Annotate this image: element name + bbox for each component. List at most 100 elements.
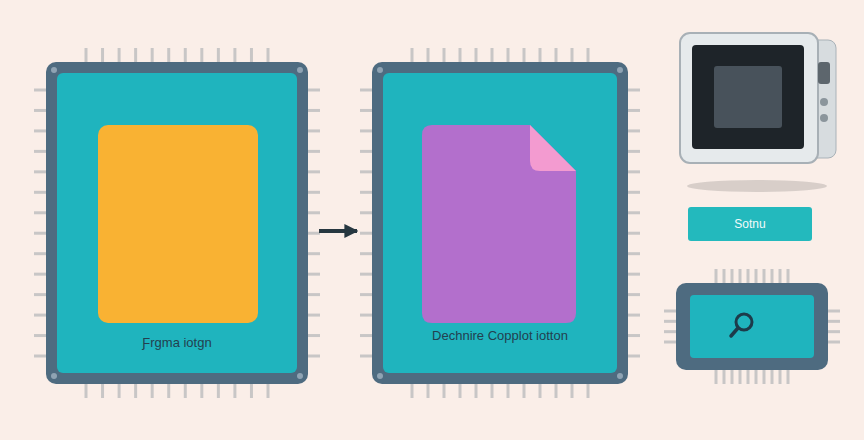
chip-pin: [771, 269, 774, 283]
chip-pin: [664, 310, 676, 313]
node-label: Sotnu: [692, 216, 808, 232]
chip-pin: [628, 191, 640, 194]
chip-pin: [763, 370, 766, 384]
chip-pin: [360, 232, 372, 235]
chip-pin: [308, 191, 320, 194]
chip-pin: [308, 211, 320, 214]
chip-pin: [628, 129, 640, 132]
chip-pin: [507, 48, 510, 62]
chip-pin: [723, 370, 726, 384]
chip-pin: [308, 129, 320, 132]
chip-pin: [731, 269, 734, 283]
chip-pin: [308, 355, 320, 358]
chip-pin: [217, 384, 220, 398]
chip-pin: [308, 109, 320, 112]
chip-pin: [491, 48, 494, 62]
chip-pin: [787, 370, 790, 384]
chip-pin: [723, 269, 726, 283]
chip-pin: [739, 269, 742, 283]
chip-pin: [267, 48, 270, 62]
button: Sotnu: [688, 207, 812, 241]
chip-pin: [85, 384, 88, 398]
chip-pin: [739, 370, 742, 384]
magnifier-handle: [731, 328, 738, 336]
chip-pin: [360, 211, 372, 214]
chip-pin: [308, 314, 320, 317]
chip-pin: [628, 232, 640, 235]
monitor-screen: [692, 45, 804, 149]
chip-pin: [184, 384, 187, 398]
chip-dot: [377, 67, 383, 73]
chip-dot: [51, 67, 57, 73]
chip-pin: [555, 48, 558, 62]
chip-pin: [360, 109, 372, 112]
chip-pin: [217, 48, 220, 62]
chip-pin: [715, 370, 718, 384]
chip-pin: [184, 48, 187, 62]
chip-dot: [377, 373, 383, 379]
chip-pin: [587, 48, 590, 62]
chip-pin: [779, 269, 782, 283]
chip-pin: [200, 384, 203, 398]
chip-pin: [411, 384, 414, 398]
chip-dot: [297, 373, 303, 379]
chip-pin: [427, 384, 430, 398]
chip-pin: [34, 89, 46, 92]
document-icon: [422, 125, 576, 323]
chip-pin: [308, 232, 320, 235]
chip-pin: [118, 48, 121, 62]
chip-pin: [360, 89, 372, 92]
chip-pin: [34, 191, 46, 194]
chip-die: [57, 73, 297, 373]
chip-pin: [459, 48, 462, 62]
chip-box: Ƒrgma iotgn: [57, 73, 297, 373]
chip-pin: [443, 48, 446, 62]
chip-pin: [85, 48, 88, 62]
chip-pin: [360, 129, 372, 132]
node-label: Dechnire Copplot iotton: [430, 328, 570, 344]
chip-pin: [411, 48, 414, 62]
chip-pin: [360, 191, 372, 194]
chip-pin: [151, 384, 154, 398]
chip-pin: [167, 384, 170, 398]
chip-pin: [771, 370, 774, 384]
chip-pin: [151, 48, 154, 62]
chip-pin: [34, 273, 46, 276]
chip-pin: [507, 384, 510, 398]
document-fold: [530, 125, 576, 171]
chip-pin: [34, 129, 46, 132]
chip-die: [690, 295, 814, 358]
monitor-display: [714, 66, 782, 128]
chip-pin: [308, 150, 320, 153]
chip-pin: [101, 384, 104, 398]
chip-pin: [360, 355, 372, 358]
chip-pin: [34, 355, 46, 358]
chip-pin: [755, 370, 758, 384]
chip-pin: [34, 211, 46, 214]
chip-dot: [51, 373, 57, 379]
chip-housing: [372, 62, 628, 384]
chip-pin: [34, 170, 46, 173]
chip-pin: [360, 314, 372, 317]
chip-pin: [475, 48, 478, 62]
chip-pin: [628, 314, 640, 317]
chip-pin: [628, 109, 640, 112]
chip-pin: [628, 150, 640, 153]
chip-pin: [628, 293, 640, 296]
chip-pin: [101, 48, 104, 62]
chip-pin: [664, 320, 676, 323]
chip-pin: [828, 310, 840, 313]
chip-housing: [676, 283, 828, 370]
chip-box: Dechnire Copplot iotton: [383, 73, 617, 373]
chip-pins: [34, 48, 840, 398]
chip-pin: [628, 273, 640, 276]
chip-pin: [167, 48, 170, 62]
chip-pin: [308, 170, 320, 173]
chip-pin: [34, 334, 46, 337]
chip-pin: [628, 334, 640, 337]
chip-pin: [571, 48, 574, 62]
chip-dot: [617, 373, 623, 379]
chip-pin: [200, 48, 203, 62]
chip-pin: [134, 48, 137, 62]
flow-arrow: [319, 229, 357, 233]
